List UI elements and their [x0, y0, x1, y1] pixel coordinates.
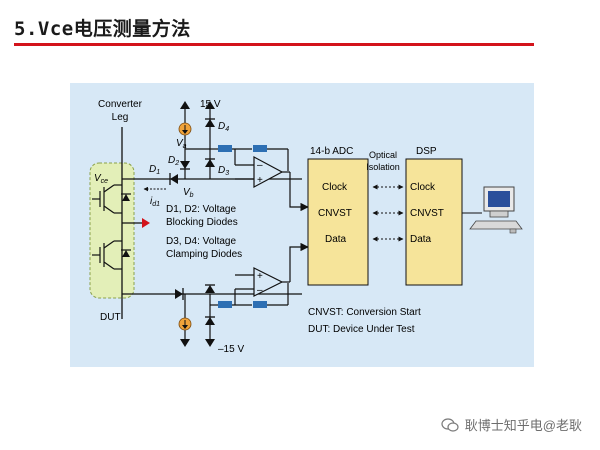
dsp-cnvst: CNVST	[410, 208, 444, 219]
d3-diode	[205, 159, 215, 167]
clamping-diodes-line1: D3, D4: Voltage	[166, 236, 236, 247]
d4-label: D4	[218, 121, 229, 133]
output-arrow-icon	[142, 218, 150, 228]
dsp-block	[405, 158, 463, 286]
adc-clock: Clock	[322, 182, 348, 193]
svg-text:+: +	[257, 271, 263, 282]
d1-label: D1	[149, 164, 160, 176]
upper-freewheel-diode	[122, 194, 130, 201]
supply-arrow-top	[180, 101, 190, 109]
svg-text:–: –	[257, 285, 263, 296]
watermark: 耿博士知乎电@老耿	[441, 415, 582, 434]
isolation-label: Isolation	[366, 162, 400, 172]
igbt-upper	[92, 184, 122, 214]
leg-label: Leg	[112, 112, 129, 123]
blocking-diodes-line2: Blocking Diodes	[166, 217, 238, 228]
legend-dut: DUT: Device Under Test	[308, 324, 415, 335]
d3-label: D3	[218, 165, 229, 177]
igbt-lower	[92, 240, 122, 270]
vb-label: Vb	[183, 187, 194, 199]
legend-cnvst: CNVST: Conversion Start	[308, 307, 421, 318]
id1-label: id1	[150, 196, 160, 208]
svg-text:–: –	[257, 160, 263, 171]
lower-clamp-diode-1	[205, 285, 215, 293]
clamping-diodes-line2: Clamping Diodes	[166, 249, 242, 260]
lower-clamp-diode-2	[205, 317, 215, 325]
dsp-title: DSP	[416, 146, 437, 157]
lower-resistor-2	[253, 301, 267, 308]
dsp-clock: Clock	[410, 182, 436, 193]
supply-arrow-bottom	[180, 339, 190, 347]
vce-measurement-diagram: Converter Leg DUT Vce	[70, 83, 534, 367]
watermark-text: 耿博士知乎电@老耿	[464, 418, 582, 433]
lower-resistor-1	[218, 301, 232, 308]
circuit-schematic: Converter Leg DUT Vce	[89, 99, 523, 355]
va-label: Va	[176, 138, 187, 150]
dsp-data: Data	[410, 234, 432, 245]
adc-block	[307, 158, 369, 286]
dut-label: DUT	[100, 312, 121, 323]
upper-opamp	[253, 155, 284, 189]
upper-signal-to-adc	[289, 172, 309, 212]
upper-resistor-1	[218, 145, 232, 152]
svg-text:+: +	[257, 175, 263, 186]
wechat-icon	[441, 417, 459, 432]
title-underline	[14, 43, 534, 46]
lower-signal-to-adc	[289, 242, 309, 282]
adc-title: 14-b ADC	[310, 146, 353, 157]
adc-data: Data	[325, 234, 347, 245]
d2-diode	[180, 161, 190, 169]
lower-opamp	[253, 267, 284, 297]
dut-box	[89, 162, 135, 299]
d2-label: D2	[168, 155, 179, 167]
page-title: 5.Vce电压测量方法	[14, 18, 191, 40]
lower-freewheel-diode	[122, 250, 130, 257]
converter-label: Converter	[98, 99, 143, 110]
vce-label: Vce	[94, 173, 108, 185]
supply-negative-label: –15 V	[218, 344, 244, 355]
upper-resistor-2	[253, 145, 267, 152]
computer-icon	[462, 186, 523, 234]
adc-cnvst: CNVST	[318, 208, 352, 219]
blocking-diodes-line1: D1, D2: Voltage	[166, 204, 236, 215]
d1-diode	[170, 174, 178, 184]
lower-blocking-diode	[175, 289, 183, 299]
d4-diode	[205, 119, 215, 127]
optical-label: Optical	[369, 150, 397, 160]
